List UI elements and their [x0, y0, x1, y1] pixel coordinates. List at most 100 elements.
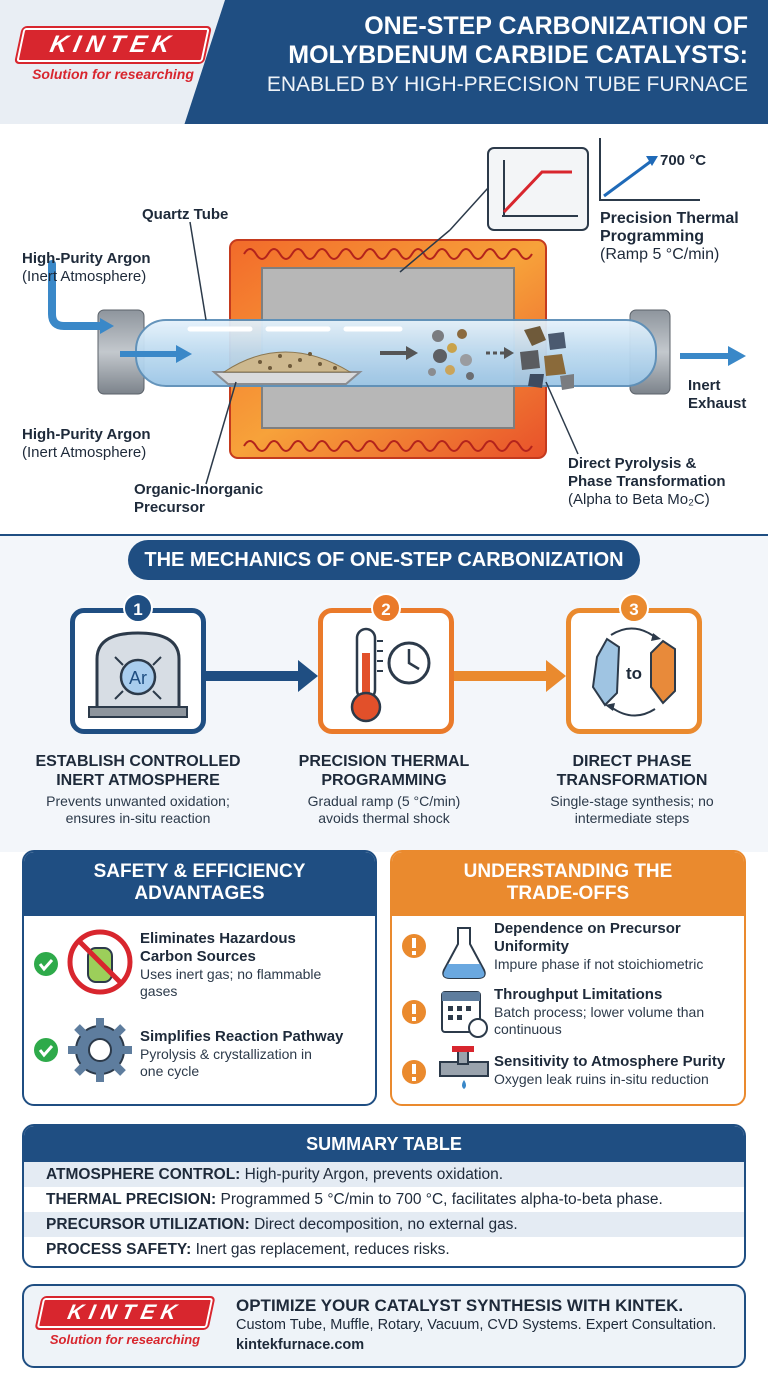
- argon-top-sub: (Inert Atmosphere): [22, 268, 147, 285]
- step-1-desc-line-1: Prevents unwanted oxidation;: [46, 793, 230, 809]
- label-argon-bottom: High-Purity Argon (Inert Atmosphere): [22, 426, 151, 462]
- safety-item-2-desc-line-1: Pyrolysis & crystallization in: [140, 1046, 312, 1062]
- safety-icons: [34, 929, 133, 1082]
- cta-description: Custom Tube, Muffle, Rotary, Vacuum, CVD…: [236, 1317, 717, 1333]
- safety-item-1-desc-line-2: gases: [140, 983, 178, 999]
- safety-item-2-desc: Pyrolysis & crystallization in one cycle: [140, 1046, 368, 1080]
- crystal-transform-icon: to: [591, 627, 676, 717]
- safety-item-2-title: Simplifies Reaction Pathway: [140, 1028, 344, 1045]
- cta-title: OPTIMIZE YOUR CATALYST SYNTHESIS WITH KI…: [236, 1296, 684, 1315]
- pyrolysis-sub: (Alpha to Beta Mo₂C): [568, 491, 710, 508]
- tube-furnace-illustration: [48, 138, 746, 485]
- step-2-desc: Gradual ramp (5 °C/min) avoids thermal s…: [266, 793, 502, 827]
- step-2-desc-line-2: avoids thermal shock: [318, 810, 450, 826]
- summary-key: PRECURSOR UTILIZATION:: [46, 1216, 250, 1233]
- transform-to-label: to: [626, 664, 642, 683]
- safety-item-2-desc-line-2: one cycle: [140, 1063, 200, 1079]
- step-3-desc: Single-stage synthesis; no intermediate …: [514, 793, 750, 827]
- summary-heading: SUMMARY TABLE: [24, 1126, 744, 1162]
- step-2-title-line-2: PROGRAMMING: [321, 772, 447, 789]
- gas-flow-arrow: [176, 345, 192, 363]
- summary-value: Inert gas replacement, reduces risks.: [191, 1241, 450, 1258]
- step-3-title-line-1: DIRECT PHASE: [572, 753, 692, 770]
- title-line-2: MOLYBDENUM CARBIDE CATALYSTS:: [288, 41, 748, 69]
- header-banner: KINTEK Solution for researching ONE-STEP…: [0, 0, 768, 124]
- tradeoff-item-2-desc: Batch process; lower volume than continu…: [494, 1004, 740, 1038]
- safety-heading-line-2: ADVANTAGES: [134, 883, 265, 904]
- cta-banner[interactable]: KINTEK Solution for researching OPTIMIZE…: [22, 1284, 746, 1368]
- check-icon-1: [34, 952, 58, 976]
- tradeoff-item-2-title: Throughput Limitations: [494, 986, 663, 1003]
- step-connectors: [206, 660, 566, 692]
- tradeoffs-heading-line-2: TRADE-OFFS: [506, 883, 630, 904]
- argon-top-title: High-Purity Argon: [22, 250, 151, 267]
- kintek-logo[interactable]: KINTEK Solution for researching: [16, 28, 210, 82]
- safety-item-1-desc: Uses inert gas; no flammable gases: [140, 966, 368, 1000]
- step-2-desc-line-1: Gradual ramp (5 °C/min): [307, 793, 461, 809]
- logo-wordmark: KINTEK: [16, 28, 210, 62]
- footer-logo-wordmark: KINTEK: [36, 1298, 214, 1328]
- tradeoff-item-2: Throughput Limitations Batch process; lo…: [494, 986, 740, 1038]
- label-argon-top: High-Purity Argon (Inert Atmosphere): [22, 250, 151, 286]
- label-pyrolysis: Direct Pyrolysis & Phase Transformation …: [568, 455, 726, 509]
- step-3-card: to: [566, 608, 702, 734]
- check-icon-2: [34, 1038, 58, 1062]
- tradeoff-item-1-desc: Impure phase if not stoichiometric: [494, 956, 704, 972]
- footer-kintek-logo[interactable]: KINTEK Solution for researching: [36, 1298, 214, 1347]
- header-logo-panel: [0, 0, 225, 124]
- page-subtitle: ENABLED BY HIGH-PRECISION TUBE FURNACE: [266, 73, 748, 96]
- label-temperature: 700 °C: [660, 152, 707, 169]
- precursor-line-1: Organic-Inorganic: [134, 481, 264, 498]
- tradeoff-item-3-title: Sensitivity to Atmosphere Purity: [494, 1053, 726, 1070]
- exhaust-line-1: Inert: [688, 377, 721, 394]
- step-2-card: [318, 608, 454, 734]
- step-2-title-line-1: PRECISION THERMAL: [298, 753, 470, 770]
- step-1-title-line-1: ESTABLISH CONTROLLED: [35, 753, 241, 770]
- thermometer-clock-icon: [350, 627, 431, 723]
- alpha-particles: [428, 329, 474, 380]
- logo-tagline: Solution for researching: [32, 66, 194, 82]
- step-3-title-line-2: TRANSFORMATION: [556, 772, 708, 789]
- tradeoff-item-1: Dependence on Precursor Uniformity Impur…: [494, 920, 740, 973]
- step-3-number: 3: [619, 593, 649, 623]
- label-exhaust: Inert Exhaust: [688, 377, 746, 413]
- step-1-number: 1: [123, 593, 153, 623]
- summary-table: SUMMARY TABLE ATMOSPHERE CONTROL: High-p…: [22, 1124, 746, 1268]
- tradeoffs-heading-line-1: UNDERSTANDING THE: [463, 861, 673, 882]
- summary-value: Programmed 5 °C/min to 700 °C, facilitat…: [216, 1191, 663, 1208]
- step-2-title: PRECISION THERMAL PROGRAMMING: [266, 752, 502, 790]
- summary-key: PROCESS SAFETY:: [46, 1241, 192, 1258]
- tradeoff-item-2-desc-line-1: Batch process; lower volume than: [494, 1004, 705, 1020]
- thermal-line-1: Precision Thermal: [600, 210, 739, 227]
- summary-rows: ATMOSPHERE CONTROL: High-purity Argon, p…: [24, 1162, 744, 1262]
- step-1-desc-line-2: ensures in-situ reaction: [65, 810, 211, 826]
- page-title: ONE-STEP CARBONIZATION OF MOLYBDENUM CAR…: [218, 12, 748, 100]
- argon-symbol: Ar: [129, 668, 147, 688]
- exhaust-line-2: Exhaust: [688, 395, 747, 412]
- thermal-line-2: Programming: [600, 228, 705, 245]
- summary-key: ATMOSPHERE CONTROL:: [46, 1166, 241, 1183]
- precursor-line-2: Precursor: [134, 499, 205, 516]
- tradeoff-icons: [402, 927, 489, 1089]
- safety-item-1-title: Eliminates Hazardous Carbon Sources: [140, 930, 368, 966]
- step-3-desc-line-1: Single-stage synthesis; no: [550, 793, 714, 809]
- heating-coil-bottom: [243, 440, 533, 452]
- summary-row: ATMOSPHERE CONTROL: High-purity Argon, p…: [24, 1162, 744, 1187]
- safety-item-1-desc-line-1: Uses inert gas; no flammable: [140, 966, 322, 982]
- title-line-1: ONE-STEP CARBONIZATION OF: [364, 12, 748, 40]
- website-link[interactable]: kintekfurnace.com: [236, 1337, 365, 1353]
- step-1-desc: Prevents unwanted oxidation; ensures in-…: [20, 793, 256, 827]
- tradeoff-item-1-title: Dependence on Precursor Uniformity: [494, 920, 740, 956]
- heating-coil-top: [243, 248, 533, 260]
- step-1-title: ESTABLISH CONTROLLED INERT ATMOSPHERE: [20, 752, 256, 790]
- step-2-number: 2: [371, 593, 401, 623]
- beta-particles: [520, 326, 574, 390]
- exhaust-arrow: [728, 346, 746, 366]
- furnace-diagram: Quartz Tube High-Purity Argon (Inert Atm…: [0, 124, 768, 534]
- tradeoff-item-1-title-line-2: Uniformity: [494, 938, 569, 955]
- pyrolysis-line-2: Phase Transformation: [568, 473, 726, 490]
- label-thermal-programming: Precision Thermal Programming (Ramp 5 °C…: [600, 210, 739, 264]
- argon-inlet-pipe: [48, 260, 104, 330]
- chamber-icon: Ar: [88, 631, 188, 718]
- argon-bottom-title: High-Purity Argon: [22, 426, 151, 443]
